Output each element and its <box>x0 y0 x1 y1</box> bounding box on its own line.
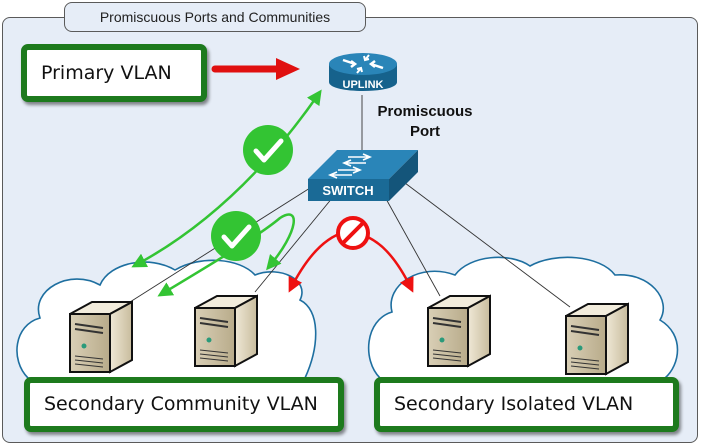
server-icon <box>194 294 258 368</box>
isolated-cloud <box>367 256 679 379</box>
router-icon: UPLINK <box>329 53 397 91</box>
server-icon <box>427 294 491 368</box>
primary-to-uplink-arrow <box>211 58 300 80</box>
promiscuous-port-line1: Promiscuous <box>377 103 473 120</box>
promiscuous-port-label: Promiscuous Port <box>365 102 485 142</box>
check-icon <box>211 211 261 261</box>
promiscuous-port-line2: Port <box>410 123 440 140</box>
allowed-flow-within-community <box>157 213 295 297</box>
link-isolated-server-2 <box>404 182 571 308</box>
prohibited-icon <box>336 216 370 250</box>
diagram-title: Promiscuous Ports and Communities <box>64 2 366 32</box>
check-icon <box>243 125 293 175</box>
primary-vlan-label: Primary VLAN <box>21 44 207 102</box>
switch-icon: SWITCH <box>308 150 418 201</box>
link-isolated-server-1 <box>384 196 441 297</box>
community-vlan-label: Secondary Community VLAN <box>24 377 344 432</box>
server-icon <box>565 302 629 376</box>
uplink-label: UPLINK <box>343 79 384 91</box>
switch-label: SWITCH <box>322 183 373 198</box>
allowed-flow-uplink-community <box>131 89 322 268</box>
server-icon <box>69 300 133 374</box>
isolated-vlan-label: Secondary Isolated VLAN <box>374 377 679 432</box>
community-cloud <box>16 259 317 379</box>
